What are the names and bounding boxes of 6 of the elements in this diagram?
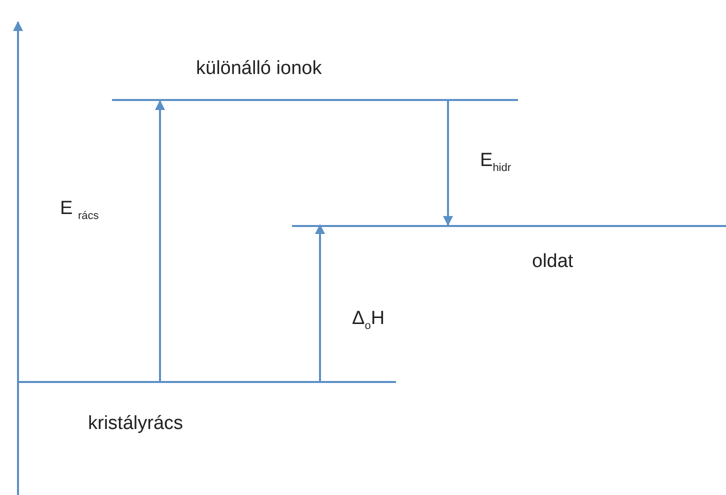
arrow: [155, 100, 165, 381]
level-label: oldat: [532, 251, 574, 273]
level-label: különálló ionok: [196, 58, 322, 80]
level-label: kristályrács: [88, 413, 184, 435]
arrow: [443, 100, 453, 226]
arrow: [315, 224, 325, 381]
